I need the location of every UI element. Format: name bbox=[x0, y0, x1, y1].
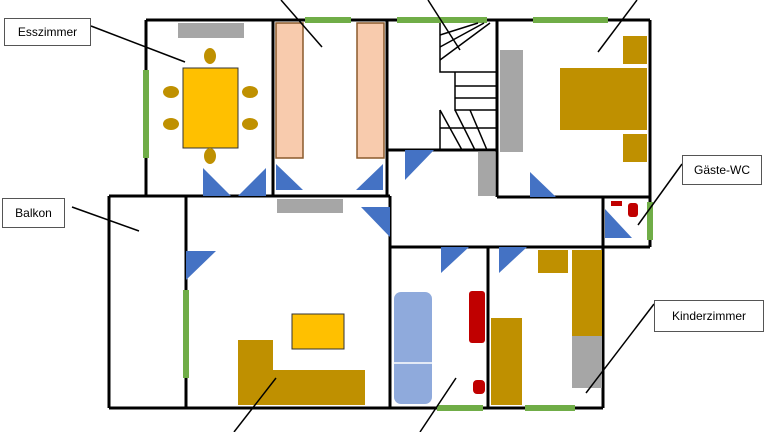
bathroom-fixtures bbox=[394, 291, 485, 404]
window bbox=[143, 70, 149, 158]
sideboard bbox=[178, 23, 244, 38]
door bbox=[356, 164, 383, 190]
door bbox=[203, 168, 231, 196]
wardrobes bbox=[275, 22, 385, 159]
callout-lines bbox=[71, 0, 683, 432]
staircase bbox=[439, 22, 497, 151]
hallway-cabinet bbox=[478, 152, 495, 196]
door bbox=[499, 247, 527, 273]
toilet bbox=[473, 380, 485, 394]
door bbox=[238, 168, 266, 196]
bedroom-furniture bbox=[500, 36, 647, 162]
kids-bed bbox=[491, 318, 522, 405]
door bbox=[605, 209, 632, 238]
kids-closet-gray bbox=[572, 336, 602, 388]
label-balkon: Balkon bbox=[2, 198, 65, 228]
door bbox=[405, 150, 434, 180]
kids-wardrobe bbox=[572, 250, 602, 336]
dining-set bbox=[163, 23, 258, 164]
shelf bbox=[277, 199, 343, 213]
window bbox=[397, 17, 487, 23]
sink bbox=[469, 291, 485, 343]
window bbox=[525, 405, 575, 411]
door bbox=[441, 247, 469, 273]
door bbox=[530, 172, 556, 197]
doors bbox=[186, 150, 632, 280]
windows bbox=[143, 17, 653, 411]
door bbox=[361, 207, 390, 237]
bed bbox=[560, 68, 647, 130]
nightstand bbox=[623, 134, 647, 162]
label-gaeste-wc: Gäste-WC bbox=[682, 155, 762, 185]
dining-chairs bbox=[163, 48, 258, 164]
sofa bbox=[238, 340, 365, 405]
window bbox=[305, 17, 351, 23]
small-shelf bbox=[538, 250, 568, 273]
door bbox=[186, 251, 216, 280]
label-kinderzimmer: Kinderzimmer bbox=[654, 300, 764, 332]
window bbox=[437, 405, 483, 411]
kids-room-furniture bbox=[491, 250, 602, 405]
window bbox=[183, 290, 189, 378]
dining-table bbox=[182, 67, 239, 149]
wardrobe bbox=[275, 22, 304, 159]
coffee-table bbox=[291, 313, 345, 350]
guest-wc-fixtures bbox=[611, 201, 638, 217]
window bbox=[647, 202, 653, 240]
door bbox=[276, 164, 303, 190]
closet bbox=[500, 50, 523, 152]
label-esszimmer: Esszimmer bbox=[4, 18, 91, 46]
nightstand bbox=[623, 36, 647, 64]
window bbox=[533, 17, 608, 23]
bathtub bbox=[394, 292, 432, 404]
wardrobe bbox=[356, 22, 385, 159]
living-room-furniture bbox=[238, 313, 365, 405]
